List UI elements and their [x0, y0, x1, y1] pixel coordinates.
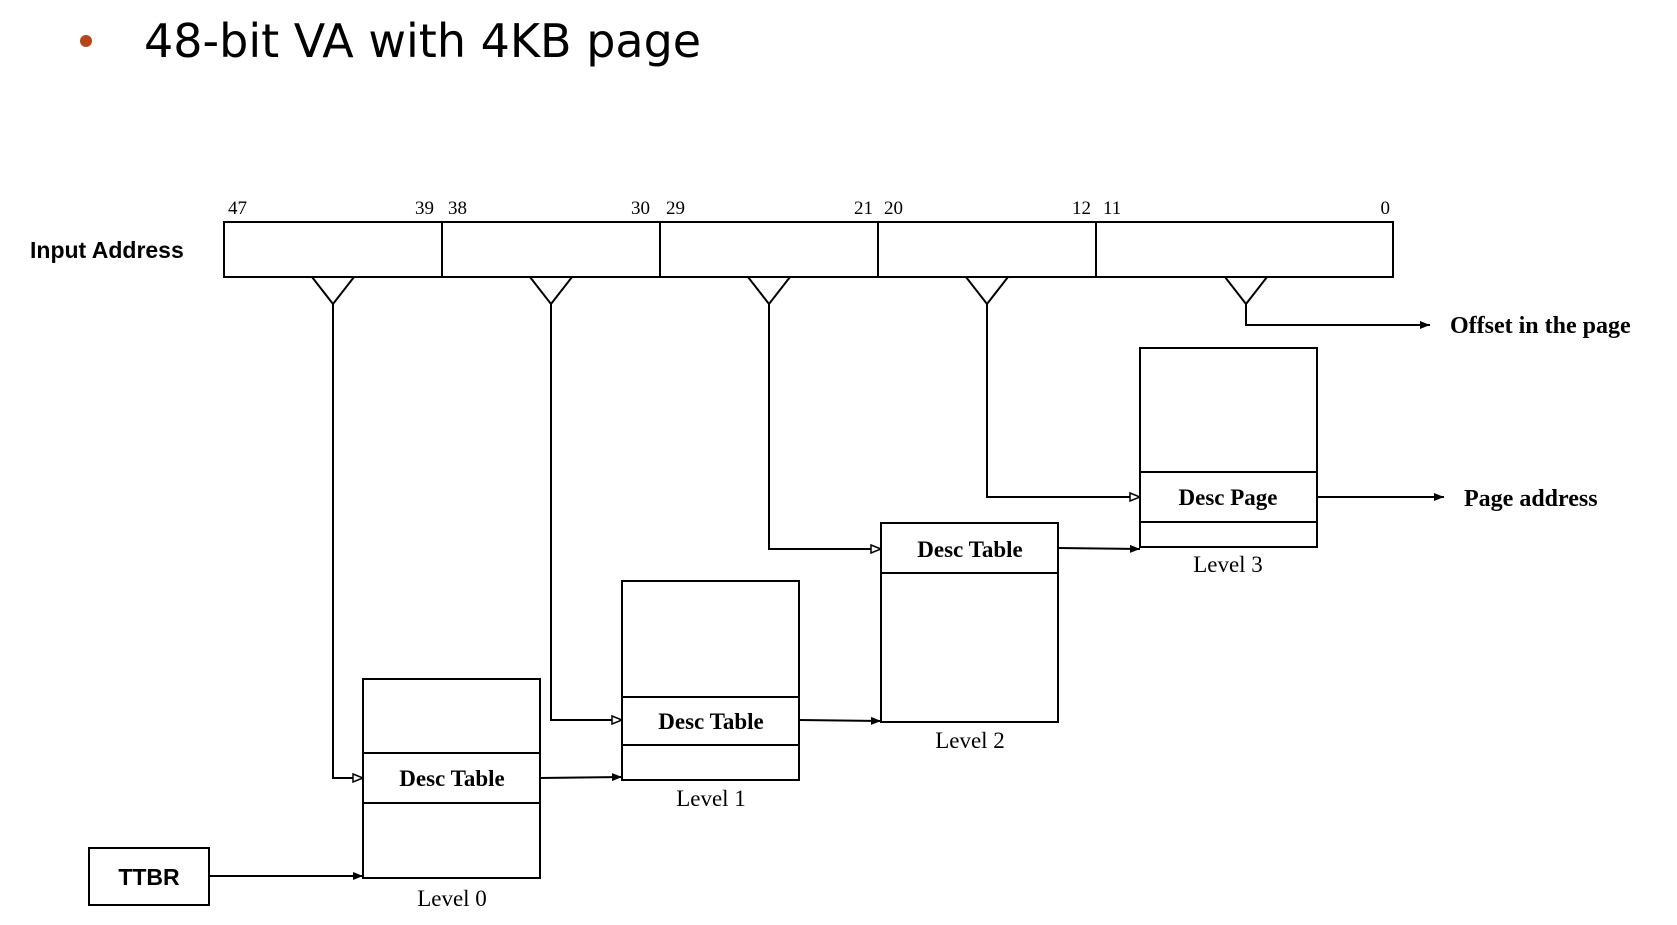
input-address-label: Input Address [30, 237, 184, 263]
field-funnels [224, 276, 1393, 306]
address-bitfield [223, 221, 1394, 278]
level2-entry-label: Desc Table [917, 537, 1022, 562]
level1-table: Desc Table Level 1 [621, 580, 800, 811]
slide-title-text: 48-bit VA with 4KB page [144, 14, 702, 68]
level0-label: Level 0 [417, 886, 487, 911]
input-address-register [223, 221, 1394, 278]
level3-table: Desc Page Level 3 [1139, 347, 1318, 577]
bullet-icon [80, 35, 92, 47]
level1-entry-label: Desc Table [658, 709, 763, 734]
level3-entry-label: Desc Page [1179, 485, 1278, 510]
table-box [362, 678, 541, 879]
field-funnel [1096, 276, 1393, 306]
bit-labels: 47 39 38 30 29 21 20 12 11 0 [228, 198, 1390, 219]
level3-index-arrow [986, 304, 1140, 497]
level1-label: Level 1 [676, 786, 746, 811]
bit-label: 21 [854, 198, 873, 219]
field-funnel [224, 276, 442, 306]
offset-arrow [1245, 304, 1430, 329]
bit-label: 12 [1072, 198, 1091, 219]
offset-label: Offset in the page [1450, 313, 1631, 339]
ttbr-label: TTBR [118, 864, 180, 890]
level0-index-arrow [332, 304, 363, 778]
level0-to-level1-arrow [539, 773, 623, 782]
field-funnel [878, 276, 1096, 306]
level1-index-arrow [550, 304, 622, 720]
bit-label: 47 [228, 198, 247, 219]
index-connectors [332, 304, 1430, 778]
bit-label: 11 [1103, 198, 1121, 219]
bit-label: 0 [1381, 198, 1391, 219]
level2-to-level3-arrow [1057, 544, 1141, 553]
level2-table: Desc Table Level 2 [880, 522, 1059, 753]
level0-table: Desc Table Level 0 [362, 678, 541, 911]
slide-title: 48-bit VA with 4KB page [80, 6, 701, 76]
level1-to-level2-arrow [798, 716, 882, 725]
bit-label: 39 [415, 198, 434, 219]
bit-label: 20 [884, 198, 903, 219]
table-box [880, 522, 1059, 723]
field-funnel [660, 276, 878, 306]
level2-label: Level 2 [935, 728, 1005, 753]
bit-label: 30 [631, 198, 650, 219]
level0-entry-label: Desc Table [399, 766, 504, 791]
page-address-label: Page address [1464, 486, 1598, 512]
level3-label: Level 3 [1193, 552, 1263, 577]
bit-label: 38 [448, 198, 467, 219]
table-box [621, 580, 800, 781]
field-funnel [442, 276, 660, 306]
table-box [1139, 347, 1318, 548]
bit-label: 29 [666, 198, 685, 219]
level2-index-arrow [768, 304, 881, 549]
